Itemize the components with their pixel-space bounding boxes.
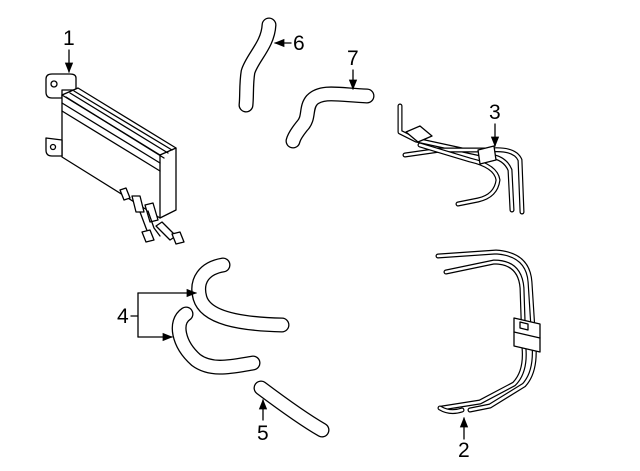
hose-part-7 <box>285 86 375 149</box>
callout-6: 6 <box>273 32 305 55</box>
tube-assembly-part-2 <box>435 249 541 415</box>
callout-2: 2 <box>458 416 470 462</box>
callout-label-4: 4 <box>117 305 129 328</box>
callout-label-7: 7 <box>347 47 359 70</box>
callout-1: 1 <box>63 27 75 74</box>
callout-label-5: 5 <box>257 422 269 445</box>
hose-pair-part-4 <box>171 257 290 375</box>
oil-cooler-part-1 <box>45 73 185 245</box>
callout-7: 7 <box>347 47 359 91</box>
callout-4: 4 <box>117 288 198 342</box>
callout-label-3: 3 <box>489 101 501 124</box>
callout-5: 5 <box>257 398 269 445</box>
callout-label-2: 2 <box>458 439 470 462</box>
leader-4 <box>130 292 139 338</box>
hose-part-6 <box>238 17 277 113</box>
hose-part-5 <box>253 380 330 438</box>
callout-label-1: 1 <box>63 27 75 50</box>
callout-label-6: 6 <box>293 32 305 55</box>
callout-3: 3 <box>489 101 501 148</box>
tube-assembly-part-3 <box>397 103 525 215</box>
